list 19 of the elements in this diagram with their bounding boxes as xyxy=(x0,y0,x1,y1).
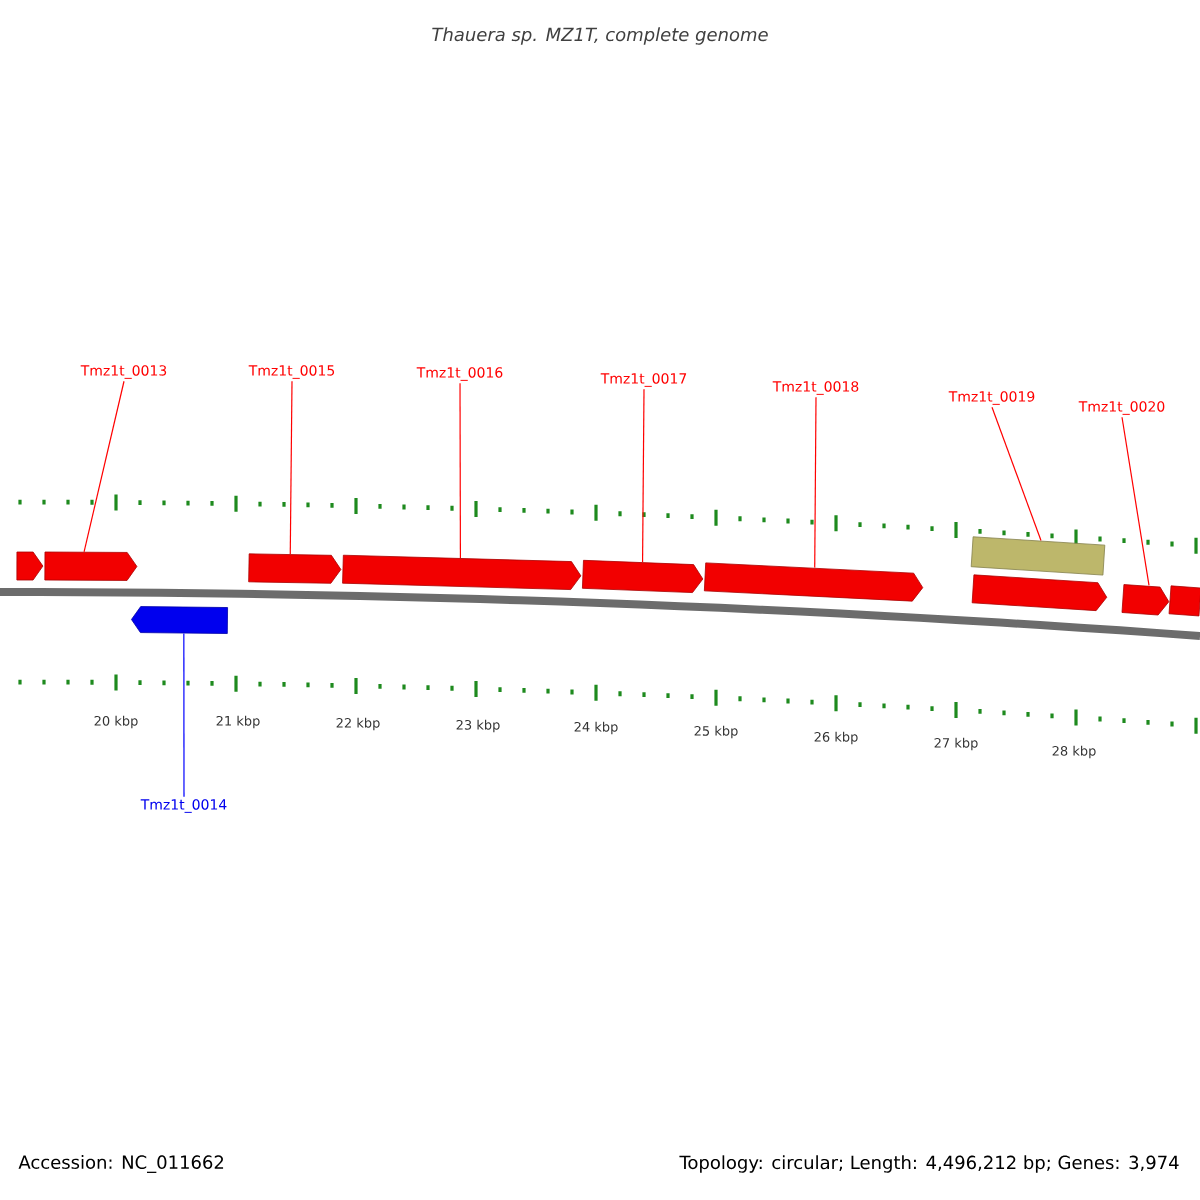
feature-bar xyxy=(970,536,1106,576)
leader-line xyxy=(83,380,125,553)
title: Thauera sp. MZ1T, complete genome xyxy=(432,27,768,45)
accession-text: Accession: NC_011662 xyxy=(18,1155,224,1173)
leader-line xyxy=(814,396,817,569)
leader-line xyxy=(289,380,293,555)
gene-feature xyxy=(971,574,1108,612)
leader-line xyxy=(641,388,645,563)
leader-line xyxy=(459,382,461,559)
gene-feature xyxy=(131,606,228,634)
gene-feature xyxy=(1168,585,1200,617)
gene-feature xyxy=(248,553,342,584)
leader-line xyxy=(1121,416,1150,586)
gene-feature xyxy=(1121,584,1170,616)
leader-line xyxy=(183,632,185,798)
leader-line xyxy=(991,406,1042,542)
genome-info-text: Topology: circular; Length: 4,496,212 bp; Genes: 3,974 xyxy=(679,1155,1179,1173)
gene-feature xyxy=(16,551,44,581)
gene-feature xyxy=(582,559,704,593)
